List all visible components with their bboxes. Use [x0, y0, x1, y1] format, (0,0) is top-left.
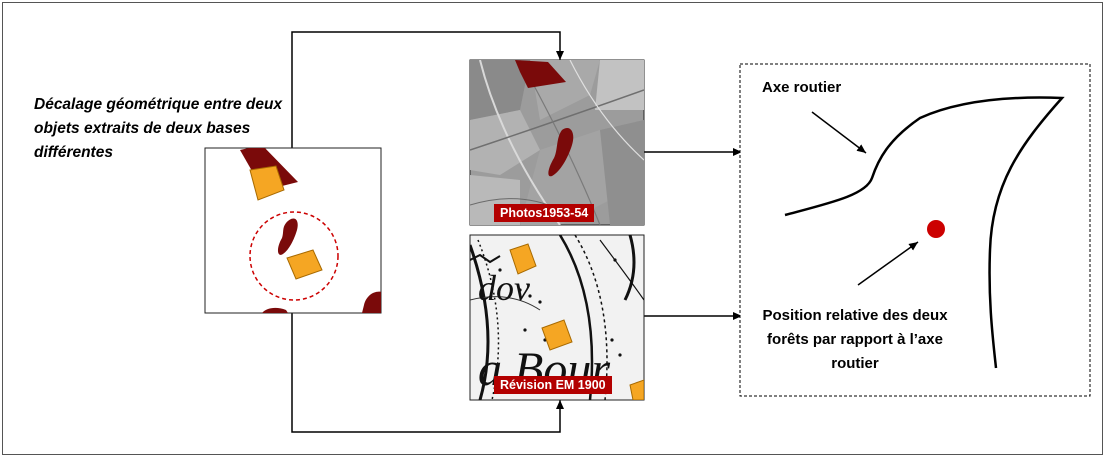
building-polygon-small — [286, 249, 323, 280]
offset-caption: Décalage géométrique entre deux objets e… — [34, 96, 283, 161]
building-polygon-map — [509, 243, 537, 275]
relative-position-label: Position relative des deux forêts par ra… — [762, 307, 948, 372]
building-polygon-map-small — [541, 319, 573, 351]
forest-edge-bottom — [262, 307, 288, 313]
road-axis-label: Axe routier — [762, 79, 842, 96]
forest-polygon-small — [277, 218, 298, 255]
offset-highlight-circle — [249, 211, 339, 301]
photo-date-label: Photos1953-54 — [494, 204, 595, 222]
position-pointer-arrow — [857, 241, 919, 286]
connector-top — [291, 31, 564, 148]
offset-image — [204, 147, 382, 314]
historical-map: dov a Bour — [469, 234, 645, 401]
road-axis-line — [784, 96, 1065, 369]
axis-pointer-arrow — [811, 111, 867, 154]
map-date-label: Révision EM 1900 — [494, 376, 612, 394]
forest-edge-right — [362, 291, 381, 313]
connector-bottom — [291, 313, 564, 433]
building-polygon-map-edge — [629, 379, 644, 400]
aerial-photo — [469, 59, 645, 226]
forest-position-dot — [927, 220, 945, 238]
forest-polygon-photo-small — [548, 127, 574, 177]
svg-text:dov: dov — [478, 268, 530, 308]
building-polygon — [249, 165, 285, 201]
forest-polygon-photo — [515, 60, 566, 88]
relative-position-panel — [739, 63, 1091, 397]
